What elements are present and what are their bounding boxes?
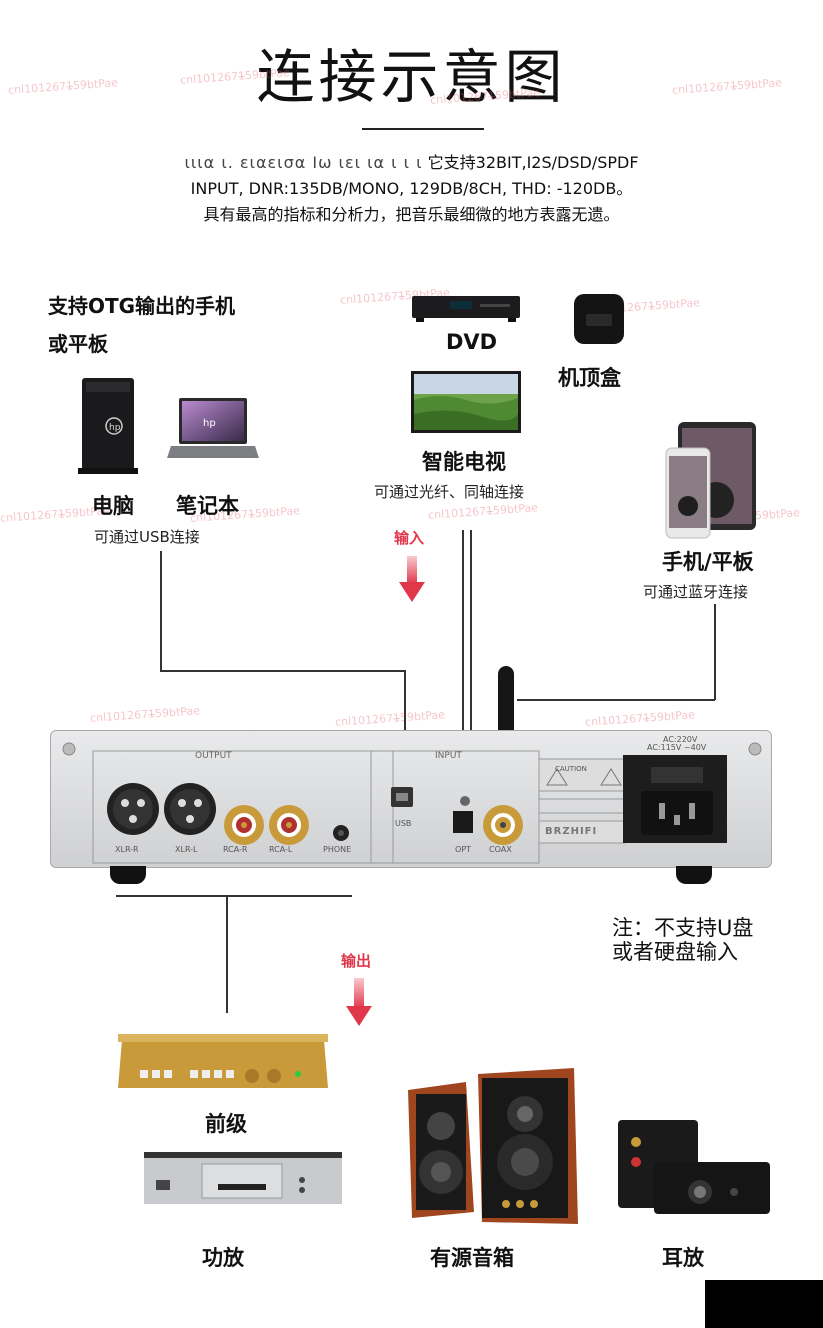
laptop-icon: hp: [167, 398, 259, 458]
optical-wire: [462, 530, 464, 798]
power-amp-label: 功放: [202, 1246, 244, 1270]
active-speakers-icon: [408, 1068, 578, 1224]
output-arrow-label: 输出: [341, 952, 372, 970]
watermark: cnl1012671̶59btPae: [89, 704, 201, 725]
xlr-r-port-label: XLR-R: [115, 845, 139, 854]
coax-port-label: COAX: [489, 845, 512, 854]
corner-block: [705, 1280, 823, 1328]
svg-text:hp: hp: [109, 423, 121, 433]
coax-wire: [470, 530, 472, 790]
output-arrow-icon: [346, 978, 372, 1026]
intro-line-1: ιιια ι. ειαεισα Ιω ιει ια ι ι ι 它支持32BIT…: [120, 150, 703, 176]
page-title: 连接示意图: [256, 43, 567, 111]
watermark: cnl1012671̶59btPae: [584, 708, 696, 729]
usb-wire: [160, 551, 162, 671]
usb-wire: [404, 670, 406, 788]
svg-text:hp: hp: [203, 418, 216, 429]
phone-port-label: PHONE: [323, 845, 352, 854]
smart-tv-icon: [411, 371, 521, 433]
intro-line-2: INPUT, DNR:135DB/MONO, 129DB/8CH, THD: -…: [190, 179, 633, 198]
input-section-label: INPUT: [435, 751, 462, 761]
usb-note: 可通过USB连接: [94, 528, 200, 546]
dac-rear-panel: OUTPUT INPUT XLR-R XLR-L RCA-R RCA-L PHO…: [50, 730, 772, 868]
headphone-amp-label: 耳放: [662, 1246, 704, 1270]
input-arrow-label: 输入: [394, 529, 425, 547]
preamp-label: 前级: [205, 1112, 247, 1136]
headphone-amp-icon: [618, 1120, 770, 1214]
pc-label: 电脑: [92, 494, 134, 518]
intro-line-3: 具有最高的指标和分析力，把音乐最细微的地方表露无遗。: [203, 205, 620, 224]
stb-label: 机顶盒: [558, 366, 621, 390]
intro-spec-text: 它支持32BIT,I2S/DSD/SPDF: [427, 153, 639, 172]
device-foot: [676, 866, 712, 884]
output-section-label: OUTPUT: [195, 751, 232, 761]
pc-tower-icon: hp: [78, 378, 138, 474]
ac-rating-line1: AC:220V: [663, 735, 698, 744]
watermark: cnl1012671̶59btPae: [427, 501, 539, 522]
brand-label: BRZHIFI: [545, 826, 598, 837]
usb-port-label: USB: [395, 819, 412, 828]
power-amp-icon: [144, 1152, 342, 1204]
bluetooth-wire: [714, 604, 716, 700]
bluetooth-wire: [517, 699, 715, 701]
tv-label: 智能电视: [422, 450, 506, 474]
xlr-l-port-label: XLR-L: [175, 845, 198, 854]
usb-disk-note-line1: 注：不支持U盘: [612, 916, 754, 940]
input-arrow-icon: [399, 556, 425, 602]
ac-rating-line2: AC:115V ~40V: [647, 743, 707, 752]
otg-label-line1: 支持OTG输出的手机: [48, 294, 236, 318]
intro-garbled-text: ιιια ι. ειαεισα Ιω ιει ια ι ι ι: [184, 153, 423, 172]
preamp-icon: [118, 1034, 328, 1088]
title-divider: [362, 128, 484, 130]
laptop-label: 笔记本: [176, 494, 239, 518]
phone-tablet-icon: [665, 422, 756, 539]
tv-note: 可通过光纤、同轴连接: [374, 483, 525, 501]
usb-disk-note-line2: 或者硬盘输入: [612, 940, 738, 964]
dvd-player-icon: [412, 296, 520, 322]
set-top-box-icon: [574, 294, 624, 344]
watermark: cnl1012671̶59btPae: [334, 708, 446, 729]
speakers-label: 有源音箱: [430, 1246, 514, 1270]
usb-wire: [160, 670, 405, 672]
dvd-label: DVD: [446, 330, 498, 354]
output-wire: [226, 895, 228, 1013]
otg-label-line2: 或平板: [48, 332, 108, 356]
rca-l-port-label: RCA-L: [269, 845, 293, 854]
device-foot: [110, 866, 146, 884]
bluetooth-note: 可通过蓝牙连接: [643, 583, 749, 601]
opt-port-label: OPT: [455, 845, 472, 854]
rca-r-port-label: RCA-R: [223, 845, 248, 854]
caution-label: CAUTION: [555, 765, 587, 773]
phone-label: 手机/平板: [662, 550, 754, 574]
output-wire: [116, 895, 352, 897]
